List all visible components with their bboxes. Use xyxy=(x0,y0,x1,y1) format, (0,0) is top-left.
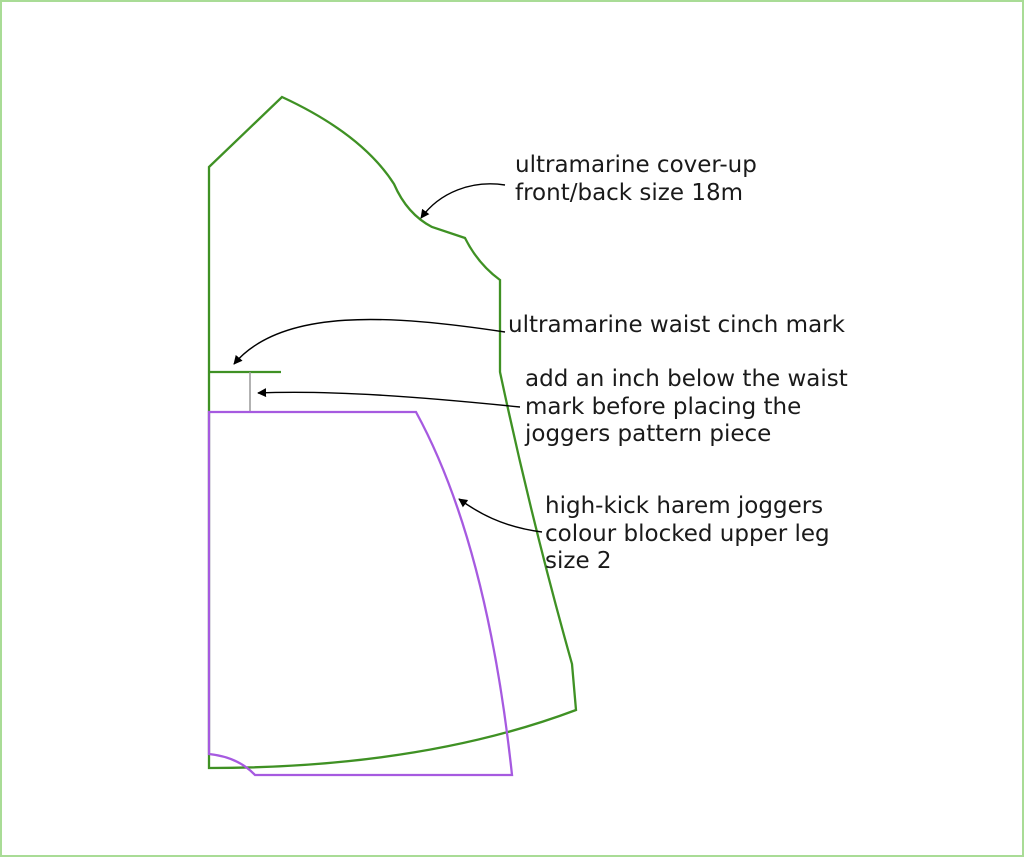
joggers-callout-arrow xyxy=(458,498,543,533)
joggers-pattern-outline xyxy=(207,410,514,777)
inch-callout-arrow xyxy=(257,388,521,408)
coverup-callout-arrow xyxy=(420,183,506,219)
joggers-annotation: high-kick harem joggers colour blocked u… xyxy=(545,493,830,574)
waist-callout-arrow xyxy=(233,318,506,365)
waist-cinch-annotation: ultramarine waist cinch mark xyxy=(508,312,845,338)
inch-spacer-annotation: add an inch below the waist mark before … xyxy=(525,366,848,447)
coverup-annotation: ultramarine cover-up front/back size 18m xyxy=(515,152,757,206)
